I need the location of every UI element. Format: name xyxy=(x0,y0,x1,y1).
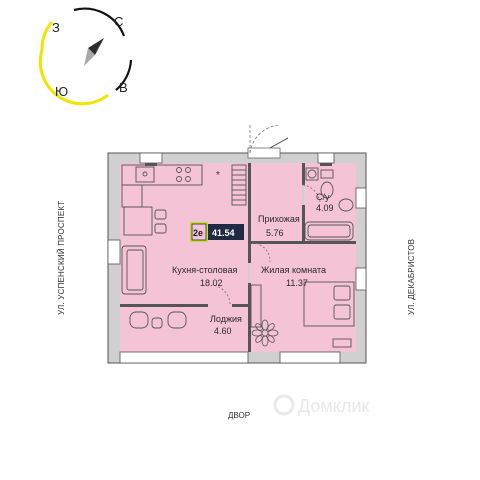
kitchen-sink xyxy=(135,166,155,183)
living-name: Жилая комната xyxy=(261,265,326,275)
compass-east-label: В xyxy=(119,80,128,95)
dining-table xyxy=(123,206,153,236)
badge-area-label: 41.54 xyxy=(212,228,235,238)
compass-needle xyxy=(84,38,104,66)
entrance-door xyxy=(247,124,289,159)
washbasin xyxy=(338,198,354,212)
watermark-text: Домклик xyxy=(298,396,369,416)
compass-west-label: З xyxy=(52,20,60,35)
bath-name: С/у xyxy=(316,192,330,202)
badge-area-box xyxy=(208,224,244,240)
loggia-area-value: 4.60 xyxy=(214,326,232,336)
hall-name: Прихожая xyxy=(258,214,300,224)
apartment-badge: 2е 41.54 xyxy=(190,222,244,242)
window-bench xyxy=(332,338,352,348)
street-right-label: УЛ. ДЕКАБРИСТОВ xyxy=(407,239,416,315)
loggia-table xyxy=(151,317,163,329)
compass-north-label: С xyxy=(114,14,123,29)
room-labels: Прихожая 5.76 С/у 4.09 Кухня-столовая 18… xyxy=(172,192,334,336)
watermark: Домклик xyxy=(273,394,369,416)
internal-walls xyxy=(120,163,356,352)
bath-fixtures xyxy=(302,167,354,241)
compass-ring-yellow xyxy=(38,21,109,106)
compass-ring-dark xyxy=(73,7,126,37)
kitchen-name: Кухня-столовая xyxy=(172,265,237,275)
windows xyxy=(107,152,367,364)
yard-label: ДВОР xyxy=(228,411,250,420)
toilet xyxy=(320,181,334,199)
loggia-furniture xyxy=(129,311,187,329)
street-left-label: УЛ. УСПЕНСКИЙ ПРОСПЕКТ xyxy=(57,201,66,315)
bathtub xyxy=(304,221,354,241)
stove xyxy=(176,167,191,182)
kitchen-furniture xyxy=(121,164,247,305)
bath-area xyxy=(304,163,356,241)
living-furniture xyxy=(250,242,355,348)
loggia-chair-right xyxy=(167,311,187,329)
kitchen-counter xyxy=(121,164,203,186)
chair-right xyxy=(154,209,167,220)
bath-area-value: 4.09 xyxy=(316,203,334,213)
chair-right-2 xyxy=(154,223,167,234)
washer xyxy=(305,167,319,181)
hall-area-value: 5.76 xyxy=(266,228,284,238)
compass: З С Ю В xyxy=(38,7,133,106)
loggia-name: Лоджия xyxy=(210,314,242,324)
bed xyxy=(303,281,355,327)
loggia-chair-left xyxy=(129,311,149,329)
ceiling-marker: * xyxy=(216,170,220,181)
kitchen-area-value: 18.02 xyxy=(200,278,223,288)
badge-type-label: 2е xyxy=(193,228,203,238)
compass-south-label: Ю xyxy=(55,84,68,99)
radiators xyxy=(145,163,332,166)
compass-ring-dark-2 xyxy=(115,59,133,91)
living-area-value: 11.37 xyxy=(286,278,308,288)
kitchen-sofa xyxy=(121,245,147,295)
plant-decoration xyxy=(251,319,279,347)
